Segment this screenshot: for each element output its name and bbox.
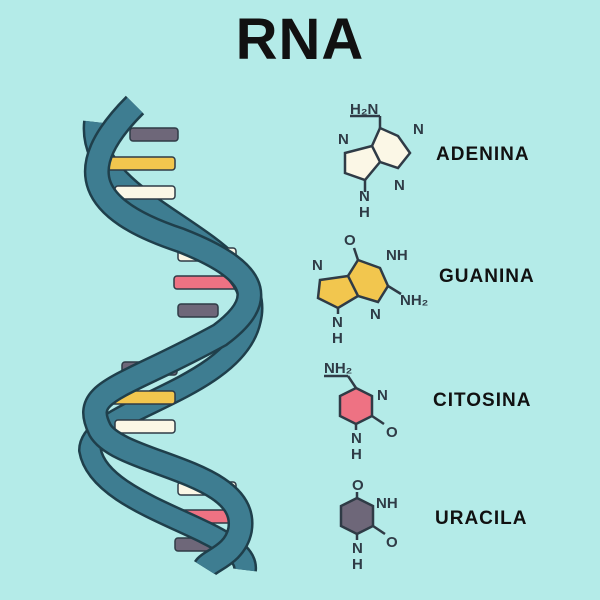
cytosine-label-nh2: NH₂	[324, 360, 352, 377]
cytosine-label-n: N	[377, 387, 388, 404]
adenine-label-h2n: H₂N	[350, 101, 378, 118]
uracil-structure-icon: O NH O N H	[339, 477, 398, 573]
guanine-structure-icon: O NH N N NH₂ N H	[312, 232, 428, 346]
guanine-five-ring	[316, 274, 360, 310]
cytosine-label-nh-n: N	[351, 430, 362, 447]
uracil-label-nh: NH	[376, 495, 398, 512]
uracil-label-nh-n: N	[352, 540, 363, 557]
cytosine-structure-icon: NH₂ N O N H	[324, 360, 398, 463]
cytosine-label-o: O	[386, 424, 398, 441]
adenine-label-nh-n: N	[359, 188, 370, 205]
rna-helix	[77, 95, 264, 577]
cytosine-label: CITOSINA	[433, 390, 532, 411]
adenine-label-n1: N	[413, 121, 424, 138]
helix-rung-uracila	[129, 127, 179, 142]
adenine-label: ADENINA	[436, 144, 530, 165]
adenine-label-nh-h: H	[359, 204, 370, 221]
uracil-ring	[339, 496, 375, 536]
adenine-label-n2: N	[338, 131, 349, 148]
guanine-label-nh: NH	[386, 247, 408, 264]
cytosine-ring	[338, 386, 374, 426]
helix-rung-adenina	[114, 419, 176, 434]
helix-rung-uracila	[177, 303, 219, 318]
guanine-label-n2: N	[370, 306, 381, 323]
guanine-label-o: O	[344, 232, 356, 249]
guanine-label-nh-h: H	[332, 330, 343, 346]
uracil-label-nh-h: H	[352, 556, 363, 573]
helix-strand-back-fill	[80, 120, 261, 572]
guanine-label-nh-n: N	[332, 314, 343, 331]
guanine-label: GUANINA	[439, 266, 535, 287]
adenine-structure-icon: H₂N N N N N H	[338, 101, 424, 221]
diagram-title: RNA	[235, 7, 365, 72]
guanine-label-n1: N	[312, 257, 323, 274]
uracil-label-o2: O	[386, 534, 398, 551]
adenine-five-ring	[343, 144, 382, 182]
helix-strand-front-fill	[84, 97, 260, 576]
uracil-label: URACILA	[435, 508, 528, 529]
adenine-label-n3: N	[394, 177, 405, 194]
helix-rung-adenina	[114, 185, 176, 200]
guanine-label-nh2: NH₂	[400, 292, 428, 309]
cytosine-label-nh-h: H	[351, 446, 362, 463]
uracil-label-o1: O	[352, 477, 364, 494]
